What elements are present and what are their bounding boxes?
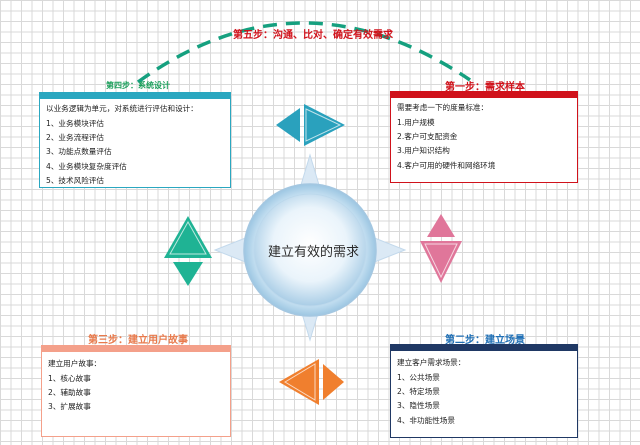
step3-title: 第三步：建立用户故事 <box>88 335 188 346</box>
step2-title: 第二步：建立场景 <box>445 335 525 346</box>
step1-list: 1.用户规模 2.客户可支配资金 3.用户知识结构 4.客户可用的硬件和网络环境 <box>391 114 577 177</box>
list-item: 1、业务模块评估 <box>46 119 104 128</box>
teal-arrow-hl <box>305 108 342 142</box>
step4-list: 1、业务模块评估 2、业务流程评估 3、功能点数量评估 4、业务模块复杂度评估 … <box>40 115 230 192</box>
step3-box: 建立用户故事： 1、核心故事 2、辅助故事 3、扩展故事 <box>41 345 231 437</box>
center-circle <box>253 193 367 307</box>
list-item: 3、隐性场景 <box>397 401 440 411</box>
star-ray-left <box>213 236 249 264</box>
step4-title: 第四步：系统设计 <box>106 80 170 90</box>
step4-bar <box>40 93 230 99</box>
step3-intro: 建立用户故事： <box>48 359 102 368</box>
list-item: 4、非功能性场景 <box>397 415 455 425</box>
green-arrow-top <box>164 216 212 258</box>
step2-intro: 建立客户需求场景： <box>397 358 466 367</box>
step5-title: 第五步：沟通、比对、确定有效需求 <box>233 30 393 41</box>
list-item: 1.用户规模 <box>397 118 435 127</box>
list-item: 3、功能点数量评估 <box>46 147 112 157</box>
step2-bar <box>391 345 577 351</box>
pink-arrow-bottom <box>420 241 462 283</box>
step1-intro: 需要考虑一下的度量标准： <box>397 103 489 112</box>
step1-box: 需要考虑一下的度量标准： 1.用户规模 2.客户可支配资金 3.用户知识结构 4… <box>390 91 578 183</box>
green-arrow-bottom <box>173 262 203 286</box>
step4-intro: 以业务逻辑为单元，对系统进行评估和设计： <box>46 104 198 113</box>
orange-arrow-right <box>323 364 344 400</box>
list-item: 3.用户知识结构 <box>397 146 450 156</box>
center-label: 建立有效的需求 <box>268 245 360 260</box>
teal-arrow-left <box>276 108 300 142</box>
step3-bar <box>42 346 230 352</box>
star-ray-right <box>371 236 407 264</box>
pink-arrow-top <box>427 214 455 237</box>
list-item: 5、技术风险评估 <box>46 175 104 185</box>
list-item: 4.客户可用的硬件和网络环境 <box>397 160 496 170</box>
step1-bar <box>391 92 577 98</box>
step1-title: 第一步：需求样本 <box>445 82 525 93</box>
orange-arrow-hl <box>284 363 316 401</box>
green-arrow-hl <box>169 220 207 255</box>
list-item: 2、特定场景 <box>397 387 440 397</box>
list-item: 2、辅助故事 <box>48 388 91 398</box>
step4-box: 以业务逻辑为单元，对系统进行评估和设计： 1、业务模块评估 2、业务流程评估 3… <box>39 92 231 188</box>
step3-list: 1、核心故事 2、辅助故事 3、扩展故事 <box>42 370 230 419</box>
list-item: 2.客户可支配资金 <box>397 132 458 142</box>
list-item: 2、业务流程评估 <box>46 133 104 143</box>
step2-box: 建立客户需求场景： 1、公共场景 2、特定场景 3、隐性场景 4、非功能性场景 <box>390 344 578 438</box>
list-item: 1、公共场景 <box>397 373 440 382</box>
list-item: 3、扩展故事 <box>48 402 91 412</box>
pink-arrow-hl <box>424 243 458 279</box>
list-item: 4、业务模块复杂度评估 <box>46 161 127 171</box>
orange-arrow-left <box>279 359 319 405</box>
dashed-arc <box>136 21 471 84</box>
list-item: 1、核心故事 <box>48 374 91 383</box>
step2-list: 1、公共场景 2、特定场景 3、隐性场景 4、非功能性场景 <box>391 369 577 432</box>
teal-arrow-right <box>304 104 345 146</box>
